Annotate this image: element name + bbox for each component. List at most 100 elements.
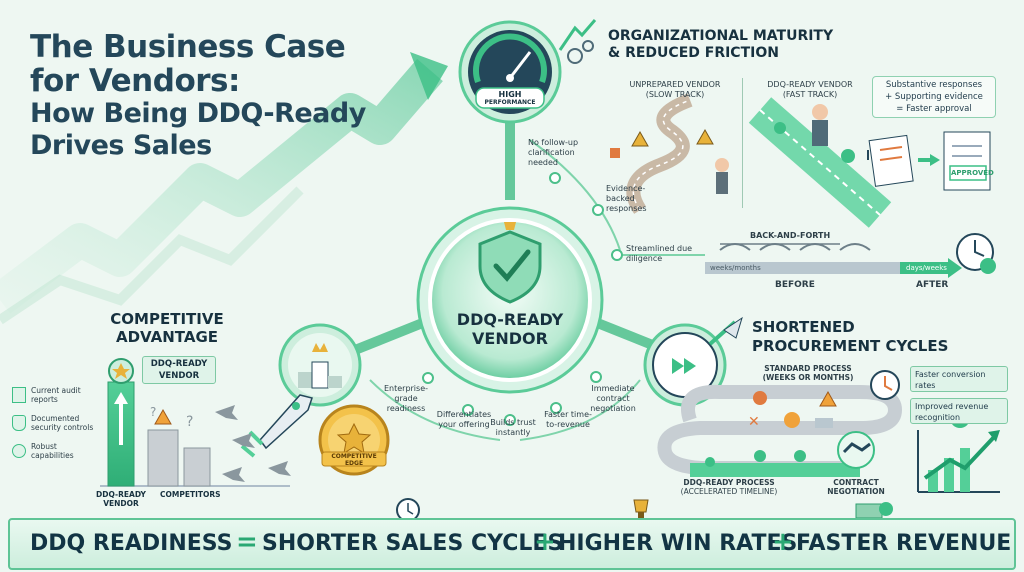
growth-arrow-graphic — [0, 52, 448, 325]
unprepared-line-2: (SLOW TRACK) — [645, 90, 705, 99]
performance-gauge-icon — [458, 20, 562, 124]
handshake-icon — [837, 431, 875, 469]
back-and-forth-label: BACK-AND-FORTH — [750, 231, 831, 240]
banner-icons — [396, 498, 893, 522]
feature-label: Current audit reports — [31, 386, 81, 404]
banner-faster-revenue: FASTER REVENUE — [796, 531, 1012, 556]
bar-label-line-2: VENDOR — [103, 499, 139, 508]
label-faster-time-to-revenue: Faster time-to-revenue — [544, 410, 592, 429]
gauge-label-line-1: HIGH — [498, 90, 522, 99]
tag-line-1: DDQ-READY — [150, 359, 208, 369]
ready-process-line-2: (ACCELERATED TIMELINE) — [680, 487, 778, 496]
faster-conversion-box: Faster conversion rates — [910, 366, 1008, 392]
contract-line-1: CONTRACT — [833, 478, 879, 487]
competitive-features-list: Current audit reports Documented securit… — [12, 386, 100, 460]
unprepared-line-1: UNPREPARED VENDOR — [629, 80, 721, 89]
label-differentiates: Differentiates your offering — [436, 410, 492, 429]
ready-process-line-1: DDQ-READY PROCESS — [683, 478, 775, 487]
fast-track-road — [748, 97, 892, 228]
label-evidence-backed: Evidence-backed responses — [606, 184, 647, 213]
back-and-forth-timeline — [705, 233, 996, 278]
center-label-line-1: DDQ-READY — [456, 310, 564, 329]
title-line-1: The Business Case — [30, 29, 346, 65]
banner-plus-1: + — [534, 527, 556, 557]
ready-line-2: (FAST TRACK) — [782, 90, 838, 99]
gear-icon — [12, 444, 26, 458]
competitive-edge-badge — [318, 404, 390, 476]
orbit-nodes — [422, 172, 623, 426]
banner-equals: = — [236, 527, 258, 557]
gears-icon — [558, 19, 597, 64]
contract-negotiation-label: CONTRACT NEGOTIATION — [816, 478, 896, 496]
center-hub — [416, 206, 604, 394]
lock-icon — [12, 415, 26, 431]
org-title-line-1: ORGANIZATIONAL MATURITY — [608, 28, 834, 44]
after-label: AFTER — [916, 280, 949, 290]
banner-plus-2: + — [772, 527, 794, 557]
approval-line-1: Substantive responses — [885, 80, 983, 90]
label-no-follow-up: No follow-up clarification needed — [528, 138, 579, 167]
label-builds-trust: Builds trust instantly — [490, 418, 536, 437]
ready-vendor-label: DDQ-READY VENDOR (FAST TRACK) — [755, 80, 865, 100]
feature-robust-capabilities: Robust capabilities — [12, 442, 100, 460]
standard-process-track: ✕ — [657, 384, 903, 476]
before-label: BEFORE — [775, 280, 815, 290]
banner-ddq-readiness: DDQ READINESS — [30, 531, 233, 556]
slow-track-road — [610, 93, 729, 214]
faster-approval-box: Substantive responses + Supporting evide… — [872, 76, 996, 118]
approval-line-3: = Faster approval — [896, 104, 972, 114]
standard-process-label: STANDARD PROCESS (WEEKS OR MONTHS) — [748, 364, 868, 382]
weeks-months-label: weeks/months — [710, 264, 761, 272]
svg-text:✕: ✕ — [748, 414, 760, 430]
improved-revenue-box: Improved revenue recognition — [910, 398, 1008, 424]
days-weeks-label: days/weeks — [906, 264, 947, 272]
procurement-title-line-2: PROCUREMENT CYCLES — [752, 337, 949, 355]
contract-line-2: NEGOTIATION — [827, 487, 885, 496]
title-line-2: for Vendors: — [30, 63, 240, 99]
title-line-3: How Being DDQ-Ready — [30, 98, 366, 129]
document-icon — [12, 387, 26, 403]
feature-label: Documented security controls — [31, 414, 94, 432]
svg-text:?: ? — [186, 414, 193, 430]
procurement-title-line-1: SHORTENED — [752, 318, 855, 336]
center-hub-label: DDQ-READY VENDOR — [440, 310, 580, 348]
bar-label-line-1: DDQ-READY — [96, 490, 146, 499]
bar-label-ddq-ready: DDQ-READY VENDOR — [86, 490, 156, 508]
title-block: The Business Case for Vendors: How Being… — [30, 30, 430, 162]
plane-icons — [215, 405, 291, 482]
org-divider — [742, 78, 743, 208]
standard-line-1: STANDARD PROCESS — [764, 364, 852, 373]
feature-audit-reports: Current audit reports — [12, 386, 100, 404]
unprepared-vendor-label: UNPREPARED VENDOR (SLOW TRACK) — [615, 80, 735, 100]
banner-shorter-sales-cycles: SHORTER SALES CYCLES — [262, 531, 564, 556]
competitive-title-line-2: ADVANTAGE — [115, 328, 219, 346]
competitive-title-line-1: COMPETITIVE — [110, 310, 224, 328]
podium-icon — [278, 323, 362, 407]
label-immediate-negotiation: Immediate contract negotiation — [590, 384, 636, 413]
ddq-ready-track — [690, 450, 860, 477]
banner-higher-win-rates: HIGHER WIN RATES — [558, 531, 798, 556]
label-enterprise-grade: Enterprise-grade readiness — [383, 384, 429, 413]
org-maturity-title: ORGANIZATIONAL MATURITY & REDUCED FRICTI… — [608, 28, 833, 62]
standard-line-2: (WEEKS OR MONTHS) — [762, 373, 854, 382]
edge-line-1: COMPETITIVE — [331, 453, 377, 460]
label-streamlined: Streamlined due diligence — [626, 244, 693, 263]
center-label-line-2: VENDOR — [472, 329, 548, 348]
gauge-label-line-2: PERFORMANCE — [484, 99, 536, 106]
approved-stamp: APPROVED — [951, 169, 994, 177]
competitive-bar-chart: ? ? — [100, 358, 290, 487]
feature-label: Robust capabilities — [31, 442, 74, 460]
documents-icon — [868, 131, 991, 191]
feature-security-controls: Documented security controls — [12, 414, 100, 432]
bar-label-competitors: COMPETITORS — [160, 490, 221, 499]
tag-line-2: VENDOR — [158, 371, 200, 381]
procurement-title: SHORTENED PROCUREMENT CYCLES — [752, 318, 948, 356]
edge-line-2: EDGE — [344, 460, 364, 467]
svg-text:?: ? — [150, 405, 156, 419]
ddq-ready-process-label: DDQ-READY PROCESS (ACCELERATED TIMELINE) — [670, 478, 788, 496]
rocket-icon — [240, 394, 313, 458]
stopwatch-icon — [870, 370, 900, 400]
title-line-4: Drives Sales — [30, 130, 212, 161]
gauge-label: HIGH PERFORMANCE — [476, 90, 544, 107]
